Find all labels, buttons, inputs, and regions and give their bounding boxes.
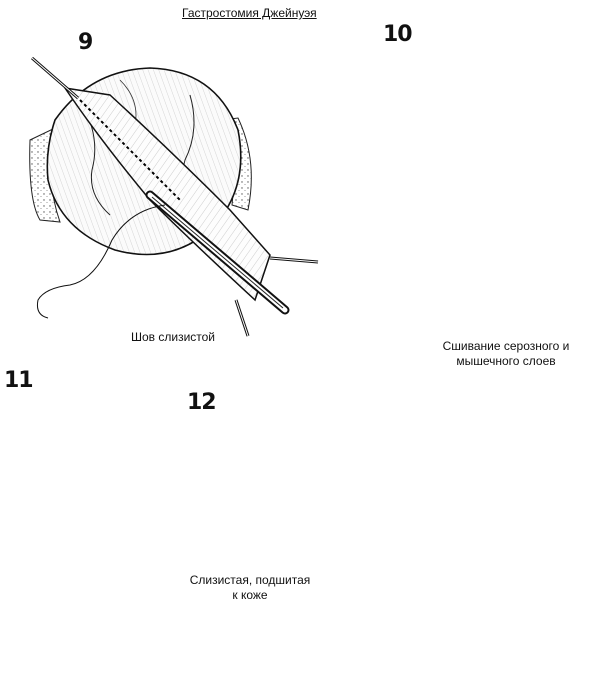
panel-number-11: 11 <box>4 368 34 393</box>
caption-line: Шов слизистой <box>130 330 216 344</box>
caption-figure-9: Шов слизистой <box>113 330 233 345</box>
caption-figure-10: Сшивание серозного и мышечного слоев <box>420 339 592 369</box>
figure-9-mucosa-suture <box>29 56 319 337</box>
caption-line: к коже <box>232 588 268 602</box>
caption-line: Сшивание серозного и <box>442 339 570 353</box>
caption-figure-12: Слизистая, подшитая к коже <box>185 573 315 603</box>
caption-line: мышечного слоев <box>456 354 556 368</box>
panel-number-10: 10 <box>383 22 413 47</box>
diagram-title: Гастростомия Джейнуэя <box>182 6 317 20</box>
caption-line: Слизистая, подшитая <box>189 573 311 587</box>
panel-number-12: 12 <box>187 390 217 415</box>
panel-number-9: 9 <box>78 30 93 55</box>
